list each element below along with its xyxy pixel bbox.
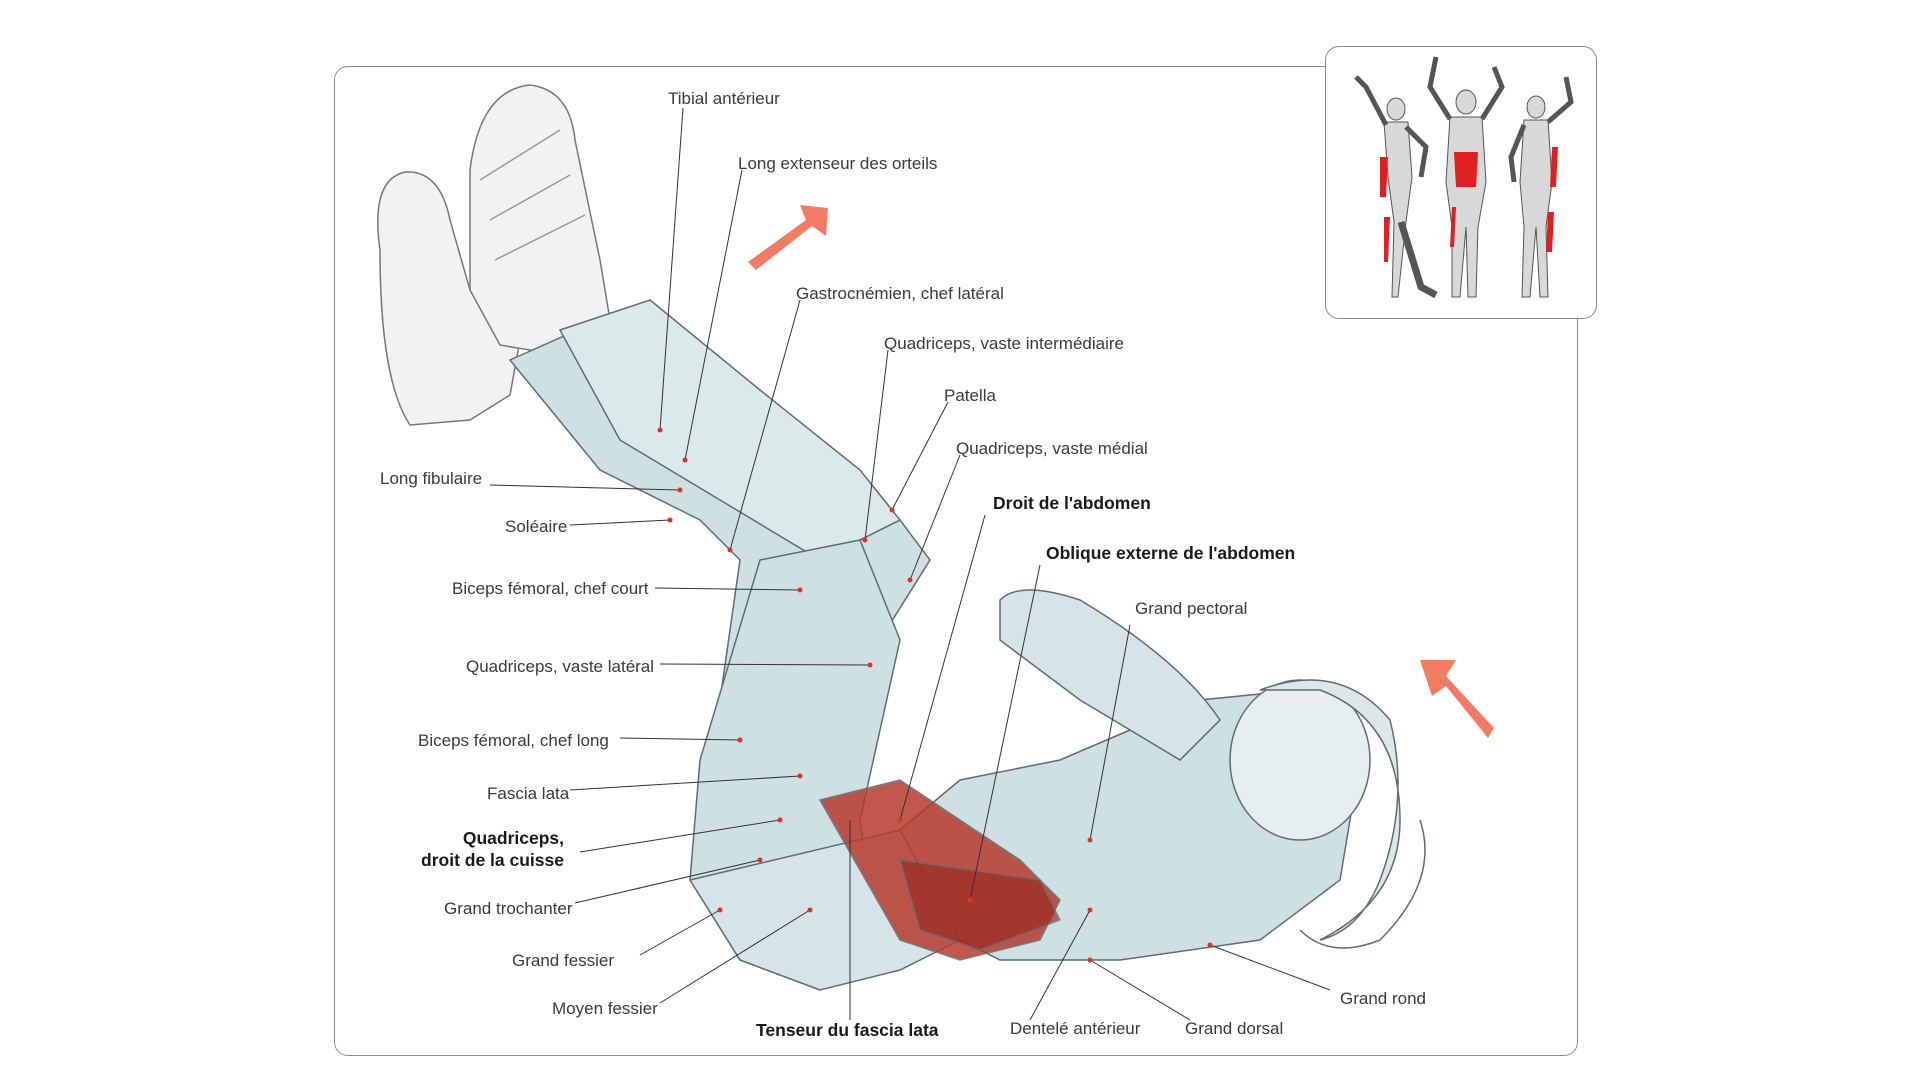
arrow-up-right-icon xyxy=(748,205,828,270)
label-biceps-long: Biceps fémoral, chef long xyxy=(418,731,609,750)
shoes-drawing xyxy=(377,84,611,426)
label-long-fibulaire: Long fibulaire xyxy=(380,469,483,488)
label-biceps-court: Biceps fémoral, chef court xyxy=(452,579,649,598)
label-quadriceps-droit-line1: Quadriceps, xyxy=(462,828,564,848)
body-figures-icon xyxy=(1354,56,1574,299)
label-grand-rond: Grand rond xyxy=(1340,989,1426,1008)
label-tibial-anterieur: Tibial antérieur xyxy=(668,89,780,108)
label-quadriceps-droit-line2: droit de la cuisse xyxy=(421,850,564,870)
label-grand-fessier: Grand fessier xyxy=(512,951,615,970)
label-soleaire: Soléaire xyxy=(505,517,568,536)
label-oblique-externe: Oblique externe de l'abdomen xyxy=(1046,543,1296,563)
label-fascia-lata: Fascia lata xyxy=(487,784,570,803)
leader-lines xyxy=(489,107,1331,1021)
label-quadriceps-medial: Quadriceps, vaste médial xyxy=(956,439,1148,458)
label-quadriceps-lateral: Quadriceps, vaste latéral xyxy=(466,657,655,676)
label-grand-dorsal: Grand dorsal xyxy=(1185,1019,1284,1038)
arrow-up-left-icon xyxy=(1420,660,1494,738)
label-grand-trochanter: Grand trochanter xyxy=(444,899,573,918)
head-drawing xyxy=(1229,679,1426,949)
label-droit-abdomen: Droit de l'abdomen xyxy=(993,493,1151,513)
label-gastrocnemien: Gastrocnémien, chef latéral xyxy=(796,284,1004,303)
label-dentele: Dentelé antérieur xyxy=(1010,1019,1141,1038)
label-moyen-fessier: Moyen fessier xyxy=(552,999,658,1018)
label-tenseur-fascia: Tenseur du fascia lata xyxy=(756,1020,939,1040)
muscle-map-inset xyxy=(1325,46,1597,319)
label-quadriceps-intermediaire: Quadriceps, vaste intermédiaire xyxy=(884,334,1125,353)
label-long-extenseur: Long extenseur des orteils xyxy=(738,154,938,173)
label-patella: Patella xyxy=(944,386,996,405)
leader-dots xyxy=(657,427,1213,963)
label-grand-pectoral: Grand pectoral xyxy=(1135,599,1248,618)
